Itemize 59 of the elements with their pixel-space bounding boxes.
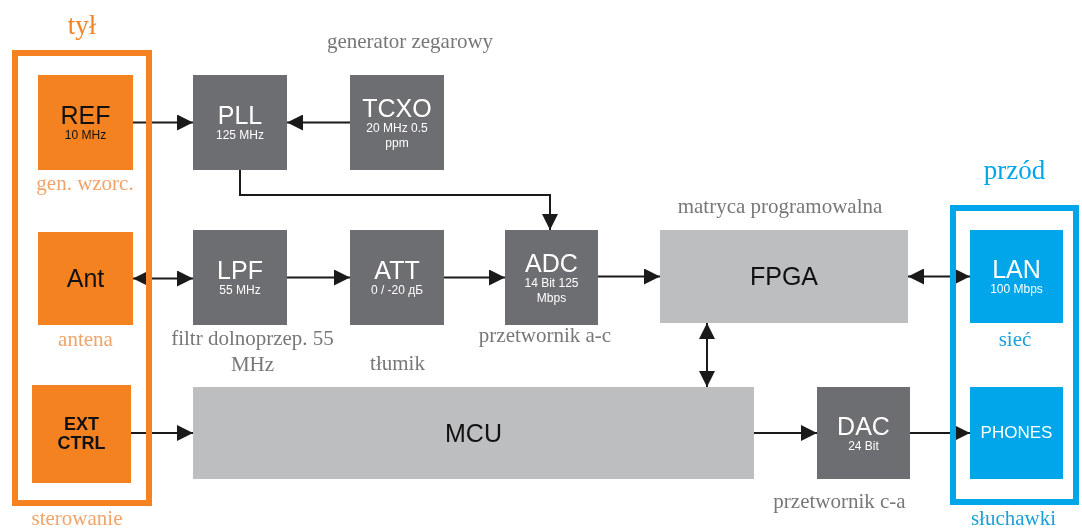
block-spec: 10 MHz xyxy=(64,128,107,143)
block-box xyxy=(817,387,910,479)
block-box xyxy=(970,387,1063,479)
block-caption: przetwornik a-c xyxy=(477,322,613,349)
arrow xyxy=(753,425,818,441)
block-label: REF xyxy=(60,102,111,129)
block-caption: przetwornik c-a xyxy=(772,488,907,515)
arrow xyxy=(909,425,971,441)
arrow xyxy=(597,268,661,285)
block-label: ATT xyxy=(374,257,420,284)
panel-heading: tył xyxy=(66,10,98,41)
arrow xyxy=(286,114,351,131)
block-spec: 125 MHz xyxy=(216,128,264,143)
block-box xyxy=(970,230,1063,323)
arrow xyxy=(130,425,194,441)
block-box xyxy=(505,230,598,325)
block-box xyxy=(350,75,444,170)
block-spec: 24 Bit xyxy=(848,438,879,454)
block-box xyxy=(193,75,287,170)
block-label: PHONES xyxy=(980,424,1053,442)
panel-heading: przód xyxy=(982,155,1047,186)
group-caption: generator zegarowy xyxy=(325,28,495,55)
block-box xyxy=(38,75,133,170)
block-label: LAN xyxy=(992,256,1041,283)
block-label: PLL xyxy=(217,102,263,129)
block-caption: słuchawki xyxy=(969,505,1058,529)
block-box xyxy=(32,385,131,483)
arrow xyxy=(286,269,351,286)
arrow xyxy=(699,322,715,388)
block-label: EXT CTRL xyxy=(56,415,107,453)
block-caption: sieć xyxy=(997,326,1033,353)
block-caption: filtr dolnoprzep. 55 MHz xyxy=(170,325,335,378)
block-spec: 14 Bit 125 Mbps xyxy=(523,276,580,305)
block-label: MCU xyxy=(445,419,502,447)
block-label: ADC xyxy=(525,250,578,277)
block-spec: 55 MHz xyxy=(219,283,261,298)
arrow xyxy=(132,114,194,131)
arrow xyxy=(443,269,506,286)
arrow xyxy=(239,169,558,231)
arrow xyxy=(132,270,194,287)
group-caption: tłumik xyxy=(369,350,426,377)
block-spec: 100 Mbps xyxy=(990,282,1043,297)
block-label: Ant xyxy=(66,265,105,292)
block-caption: sterowanie xyxy=(30,505,124,529)
block-caption: matryca programowalna xyxy=(676,193,884,220)
block-box xyxy=(193,387,754,479)
block-box xyxy=(350,230,444,325)
block-label: DAC xyxy=(837,412,890,439)
arrow xyxy=(907,268,971,285)
block-caption: antena xyxy=(57,326,114,353)
block-box xyxy=(193,230,287,325)
block-box xyxy=(38,232,133,325)
block-box xyxy=(660,230,908,323)
block-label: FPGA xyxy=(749,263,819,290)
block-spec: 0 / -20 дБ xyxy=(370,283,424,298)
block-label: TCXO xyxy=(362,95,432,122)
block-spec: 20 MHz 0.5 ppm xyxy=(366,121,428,150)
block-label: LPF xyxy=(217,257,263,284)
block-caption: gen. wzorc. xyxy=(35,170,135,197)
